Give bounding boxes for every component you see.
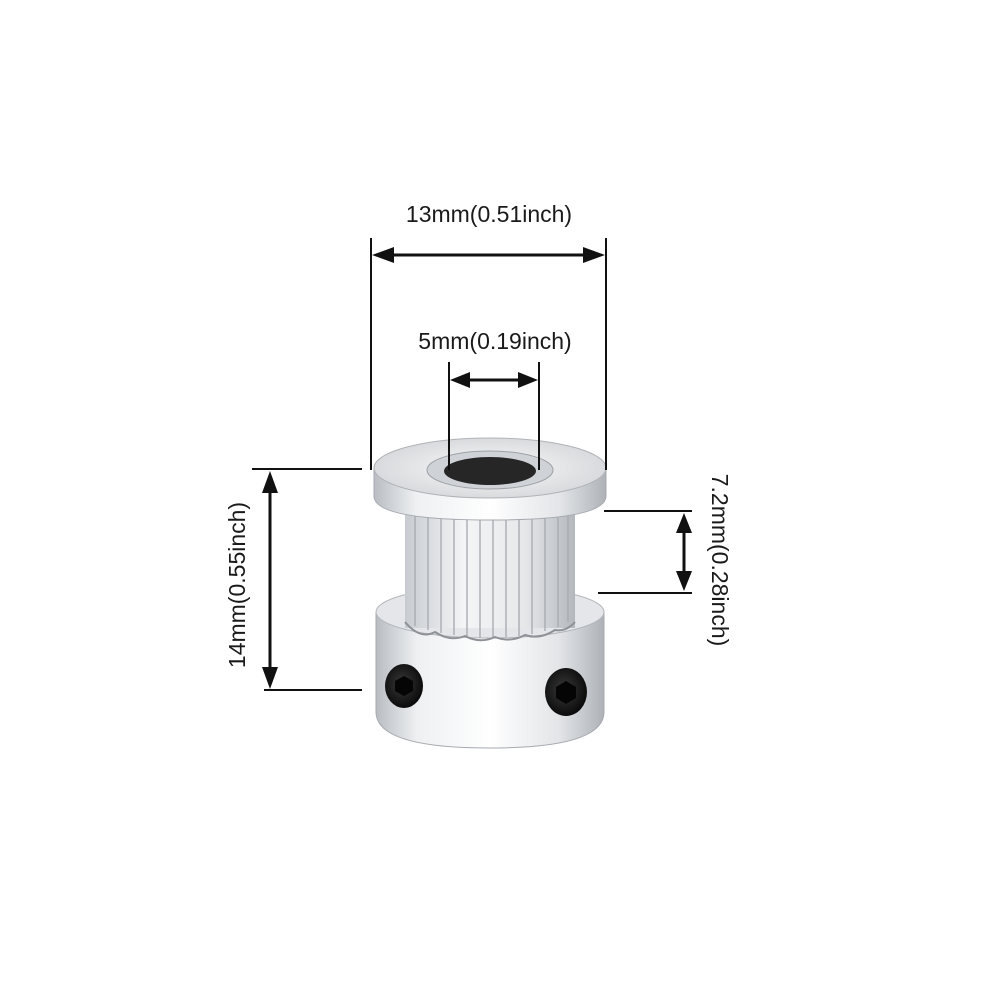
pulley-teeth-bottom-edge	[404, 621, 576, 642]
pulley-bore-hole	[444, 457, 536, 485]
belt-width-dimension	[598, 510, 692, 594]
bore-diameter-dimension	[448, 362, 540, 470]
outer-diameter-dimension	[370, 238, 607, 470]
belt-width-label: 7.2mm(0.28inch)	[707, 474, 733, 647]
hex-socket-screw-icon	[385, 664, 423, 708]
total-height-label: 14mm(0.55inch)	[224, 502, 250, 668]
hex-socket-screw-icon	[545, 668, 587, 716]
bore-diameter-label: 5mm(0.19inch)	[418, 328, 571, 354]
dimension-lines	[252, 238, 692, 691]
timing-pulley-icon	[373, 437, 607, 749]
outer-diameter-label: 13mm(0.51inch)	[406, 201, 572, 227]
pulley-hub	[375, 611, 605, 749]
pulley-teeth	[414, 515, 569, 638]
pulley-teeth-section	[405, 510, 575, 628]
total-height-dimension	[252, 468, 362, 691]
